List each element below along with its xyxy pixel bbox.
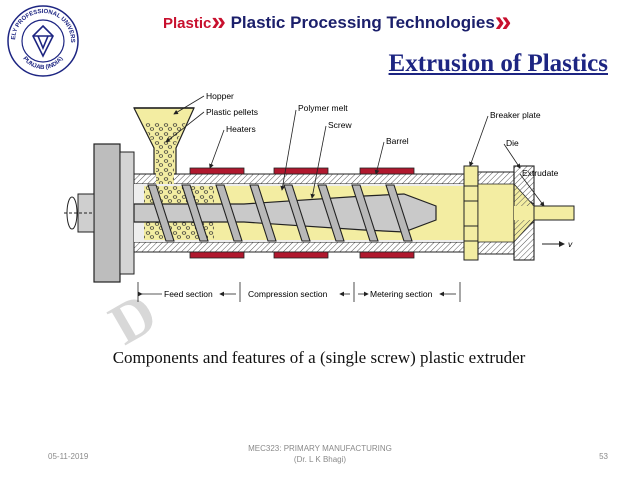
- drive-gear-housing: [77, 143, 135, 283]
- label-breaker-plate: Breaker plate: [490, 110, 541, 120]
- heater-bands: [189, 167, 415, 259]
- header-topic: Plastic Processing Technologies: [230, 13, 495, 32]
- label-polymer-melt: Polymer melt: [298, 103, 348, 113]
- label-die: Die: [506, 138, 519, 148]
- footer-page-number: 53: [599, 452, 608, 461]
- label-screw: Screw: [328, 120, 352, 130]
- rotation-arrow-icon: [64, 196, 94, 230]
- footer-course-line2: (Dr. L K Bhagi): [293, 455, 347, 464]
- label-hopper: Hopper: [206, 91, 234, 101]
- breaker-plate: [463, 165, 479, 261]
- logo-emblem: [32, 24, 54, 58]
- die: [477, 165, 535, 261]
- figure-caption: Components and features of a (single scr…: [112, 348, 526, 367]
- extruder-diagram: v Hopper Plastic pellets Heaters Polymer…: [64, 91, 575, 302]
- header-separator: »: [211, 6, 226, 36]
- footer-date: 05-11-2019: [48, 452, 89, 461]
- header-course-label: Plastic: [163, 15, 212, 32]
- header-separator-end: »: [494, 5, 512, 38]
- university-logo: LOVELY PROFESSIONAL UNIVERSITY PUNJAB (I…: [6, 4, 79, 77]
- label-plastic-pellets: Plastic pellets: [206, 107, 258, 117]
- screw-flights: [147, 184, 413, 242]
- label-feed-section: Feed section: [164, 289, 213, 299]
- barrel-top-wall: [133, 173, 465, 185]
- section-dimension-lines: [137, 282, 461, 302]
- label-extrudate: Extrudate: [522, 168, 559, 178]
- extrudate: [533, 205, 575, 221]
- footer-course: MEC323: PRIMARY MANUFACTURING (Dr. L K B…: [220, 443, 420, 465]
- footer-course-line1: MEC323: PRIMARY MANUFACTURING: [248, 444, 392, 453]
- slide-title: Extrusion of Plastics: [388, 50, 608, 77]
- callouts: [165, 95, 545, 207]
- barrel-bottom-wall: [133, 241, 465, 253]
- label-heaters: Heaters: [226, 124, 256, 134]
- label-barrel: Barrel: [386, 136, 409, 146]
- hopper: [133, 107, 195, 184]
- label-compression-section: Compression section: [248, 289, 328, 299]
- velocity-label: v: [568, 239, 573, 249]
- label-metering-section: Metering section: [370, 289, 433, 299]
- header-breadcrumb: Plastic» Plastic Processing Technologies…: [163, 7, 511, 37]
